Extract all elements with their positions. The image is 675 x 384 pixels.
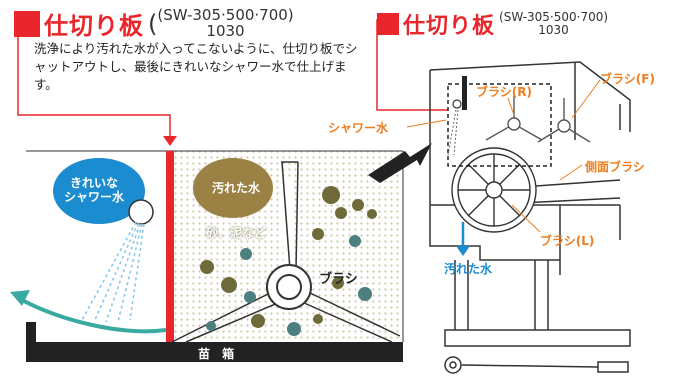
right-model-line2: 1030 [538,23,569,37]
shower-nozzle-small [452,99,462,109]
sand-mud-label: 砂、泥など [206,226,267,240]
left-wall [26,322,36,344]
partition-board [166,151,174,342]
dirty-water-label: 汚れた水 [212,181,261,195]
right-leader-line [376,19,448,111]
partition-highlight-box [447,83,552,167]
partition-board-small [462,76,467,110]
shower-spray [81,221,145,323]
left-leader-line [17,19,171,138]
dirty-water-arrowhead [456,246,470,256]
left-model-line2: 1030 [206,21,245,40]
red-square-icon [377,13,399,35]
seedling-box-label: 苗 箱 [198,347,239,361]
right-title: 仕切り板 (SW-305·500·700) 1030 [377,8,608,40]
right-model: (SW-305·500·700) 1030 [499,11,608,36]
brush-l-wheel [451,147,537,233]
left-leader-arrow [163,136,177,146]
right-title-text: 仕切り板 [403,14,496,39]
shower-water-label: シャワー水 [328,121,389,135]
side-brush-label: 側面ブラシ [585,160,645,174]
brush-f-label: ブラシ(F) [600,72,655,86]
brush-label: ブラシ [319,272,358,287]
brush-left-panel [171,161,401,343]
brush-f [537,98,591,143]
clean-shower-label: きれいな シャワー水 [64,176,125,204]
dirt-particles [200,186,377,336]
dirty-water-out-label: 汚れた水 [444,262,493,276]
left-title: 仕切り板 ( (SW-305·500·700) 1030 [14,6,294,41]
clean-flow-arrow [21,298,167,334]
brush-r [485,95,543,141]
left-description: 洗浄により汚れた水が入ってこないように、仕切り板でシャットアウトし、最後にきれい… [34,41,358,92]
seedling-box [26,342,403,362]
clean-flow-arrowhead [10,290,30,306]
right-orange-leaders [406,79,601,233]
left-title-text: 仕切り板 [44,12,144,40]
zoom-arrow [368,143,432,183]
washing-machine [429,61,631,374]
dirty-water-blob [193,158,273,218]
brush-r-label: ブラシ(R) [476,85,532,99]
shower-spray-small [447,109,459,156]
shower-nozzle [128,199,154,225]
left-model-line1: (SW-305·500·700) [157,5,294,24]
right-model-line1: (SW-305·500·700) [499,10,609,25]
clean-water-blob [53,158,145,224]
brush-l-label: ブラシ(L) [540,234,595,248]
left-model: (SW-305·500·700) 1030 [157,5,294,40]
